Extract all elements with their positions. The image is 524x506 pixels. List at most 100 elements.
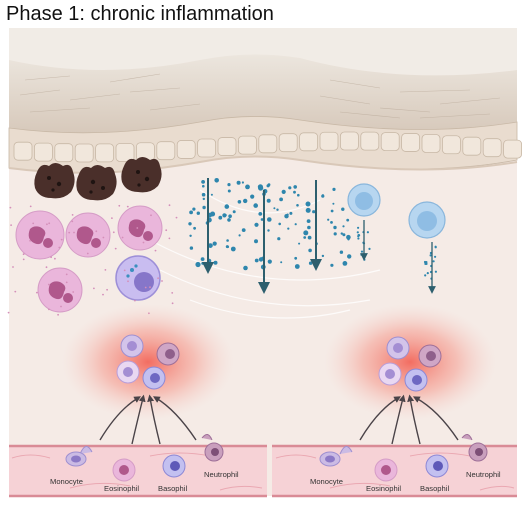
cytokine-particle xyxy=(305,201,311,207)
mediator-granule xyxy=(50,256,52,259)
cytokine-particle xyxy=(236,180,241,185)
cytokine-particle xyxy=(429,254,432,257)
cytokine-particle xyxy=(238,234,241,237)
cytokine-particle xyxy=(192,207,196,211)
cytokine-particle xyxy=(360,253,363,256)
cytokine-particle xyxy=(253,203,258,208)
cytokine-particle xyxy=(267,229,270,232)
cytokine-particle xyxy=(289,211,293,215)
cytokine-particle xyxy=(280,261,283,264)
basal-cell-layer xyxy=(8,116,523,174)
blood-vessel-left xyxy=(9,444,267,498)
leukocyte-cluster-left xyxy=(116,334,180,390)
eosinophil-cell-right xyxy=(374,458,398,482)
cytokine-particle xyxy=(434,255,437,258)
cytokine-particle xyxy=(202,184,205,188)
cytokine-particle xyxy=(227,218,231,222)
mediator-granule xyxy=(72,291,75,293)
cytokine-particle xyxy=(357,234,360,237)
basal-cell xyxy=(74,143,94,163)
cytokine-particle xyxy=(254,222,259,227)
mast-cell-cluster xyxy=(34,157,162,201)
label-neutrophil-left: Neutrophil xyxy=(204,470,239,479)
cytokine-particle xyxy=(237,200,242,204)
cytokine-particle xyxy=(294,223,297,226)
cytokine-particle xyxy=(267,217,272,222)
lymphocyte-secretion-arrows xyxy=(360,220,436,294)
mediator-granule xyxy=(68,231,71,234)
mediator-granule xyxy=(22,258,25,261)
mediator-granule xyxy=(150,214,152,217)
basal-cell xyxy=(482,138,502,158)
cytokine-particle xyxy=(332,202,335,205)
basal-cell xyxy=(156,141,176,161)
mediator-granule xyxy=(48,308,50,311)
mediator-granule xyxy=(136,227,139,229)
cytokine-particle xyxy=(202,197,205,201)
cytokine-particle xyxy=(342,233,346,237)
mediator-granule xyxy=(47,283,50,286)
mediator-granule xyxy=(123,269,126,272)
cytokine-particle xyxy=(356,231,359,234)
mediator-granule xyxy=(45,266,48,269)
diffusion-arrows xyxy=(202,178,322,294)
lymphocyte-left xyxy=(347,183,381,217)
basal-cell xyxy=(339,131,359,151)
mediator-granule xyxy=(57,313,59,316)
cytokine-particle xyxy=(346,234,351,240)
cytokine-particle xyxy=(254,239,258,244)
basal-cell xyxy=(217,137,237,156)
mediator-granule xyxy=(149,286,151,289)
mediator-granule xyxy=(60,305,62,308)
cytokine-particle xyxy=(241,228,246,233)
cytokine-particle xyxy=(342,225,345,228)
basophil-cell-left xyxy=(162,454,186,478)
cytokine-particle xyxy=(312,210,316,214)
cytokine-particle xyxy=(245,184,250,190)
cytokine-particle xyxy=(321,254,325,258)
mediator-granule xyxy=(58,246,61,249)
cytokine-particle xyxy=(278,222,282,226)
cytokine-particle xyxy=(201,262,205,265)
mediator-granule xyxy=(71,214,74,216)
basal-cell xyxy=(34,142,53,162)
epidermis-outer-layer xyxy=(9,28,517,76)
mediator-granule xyxy=(7,311,10,314)
leukocyte-cluster-right xyxy=(378,336,442,392)
mediator-granule xyxy=(9,206,12,209)
mediator-granule xyxy=(168,204,171,207)
cytokine-particle xyxy=(366,231,369,234)
cytokine-particle xyxy=(307,235,312,240)
cytokine-particle xyxy=(243,198,248,204)
mediator-granule xyxy=(48,222,51,225)
cytokine-particle xyxy=(258,212,263,216)
label-basophil-left: Basophil xyxy=(158,484,187,493)
cytokine-particle xyxy=(432,260,435,263)
cytokine-particle xyxy=(257,184,263,190)
cytokine-particle xyxy=(189,234,192,237)
cytokine-particle xyxy=(434,270,437,273)
cytokine-particle xyxy=(307,225,311,230)
mediator-granule xyxy=(127,280,129,283)
cytokine-particle xyxy=(333,232,337,236)
cytokine-particle xyxy=(226,239,229,242)
cytokine-particle xyxy=(254,258,259,263)
mediator-granule xyxy=(54,257,56,260)
basal-cell xyxy=(176,140,196,159)
mediator-granule xyxy=(144,286,147,289)
monocyte-cell-left xyxy=(65,446,93,467)
cytokine-particle xyxy=(212,241,217,246)
cytokine-particle xyxy=(346,218,350,222)
basal-cell xyxy=(197,138,217,158)
cytokine-particle xyxy=(360,250,364,253)
mediator-granule xyxy=(10,224,13,227)
basal-cell xyxy=(237,135,257,155)
migration-arrows-left xyxy=(99,394,197,445)
cytokine-particle xyxy=(200,257,205,261)
lymphocyte-right xyxy=(408,201,446,239)
cytokine-particle xyxy=(273,207,276,210)
cytokine-particle xyxy=(293,190,296,194)
mediator-granule xyxy=(157,277,160,280)
basophil-cell xyxy=(115,255,161,301)
